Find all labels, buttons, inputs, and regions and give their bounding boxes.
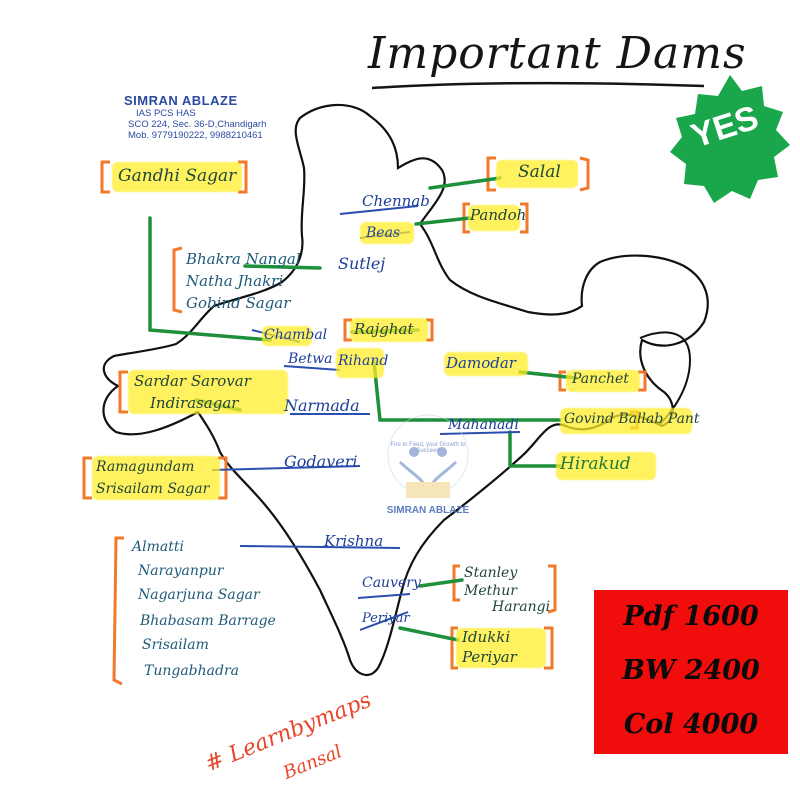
- dam-label-rajghat: Rajghat: [354, 320, 414, 338]
- river-label-chenab: Chennab: [362, 192, 430, 210]
- river-label-periyar: Periyar: [362, 611, 410, 626]
- highlight: [444, 352, 528, 376]
- dam-list-item: Narayanpur: [138, 563, 224, 579]
- yes-badge-shape: [670, 75, 790, 203]
- river-label-narmada: Narmada: [284, 396, 360, 415]
- highlight: [92, 456, 220, 500]
- institute-name: SIMRAN ABLAZE: [124, 93, 238, 108]
- dam-list-item: Stanley: [464, 565, 518, 581]
- river-label-mahanadi: Mahanadi: [448, 417, 519, 433]
- dam-label-panchet: Panchet: [572, 371, 629, 387]
- dam-list-item: Natha Jhakri: [186, 272, 284, 290]
- price-color: Col 4000: [623, 709, 759, 740]
- price-pdf: Pdf 1600: [623, 601, 759, 632]
- dam-list-item: Ramagundam: [96, 459, 195, 475]
- dam-label-salal: Salal: [518, 162, 561, 182]
- river-label-betwa: Betwa: [288, 351, 333, 367]
- dam-list-item: Methur: [464, 583, 517, 599]
- logo-tagline: Fire to Feed, your Growth to Succeed: [390, 442, 466, 454]
- river-label-krishna: Krishna: [324, 532, 384, 550]
- highlight: [560, 408, 692, 434]
- river-label-cauvery: Cauvery: [362, 575, 421, 591]
- india-outline: [102, 103, 709, 677]
- highlight: [350, 318, 428, 342]
- dam-list-item: Harangi: [492, 599, 551, 615]
- logo-name: SIMRAN ABLAZE: [386, 505, 470, 516]
- dam-list-item: Sardar Sarovar: [134, 372, 251, 390]
- dam-label-pandoh: Pandoh: [470, 206, 527, 224]
- highlight: [336, 348, 384, 378]
- institute-mobile: Mob. 9779190222, 9988210461: [128, 129, 263, 141]
- highlight: [468, 205, 520, 231]
- dam-list-item: Srisailam: [142, 637, 209, 653]
- dam-list-item: Bhabasam Barrage: [140, 613, 276, 629]
- dam-label-hirakud: Hirakud: [560, 454, 631, 474]
- institute-services: IAS PCS HAS: [136, 107, 196, 119]
- river-label-sutlej: Sutlej: [338, 254, 386, 273]
- price-box: Pdf 1600 BW 2400 Col 4000: [594, 590, 788, 754]
- river-label-damodar: Damodar: [446, 354, 516, 372]
- dam-list-item: Periyar: [462, 648, 517, 666]
- dam-list-item: Indirasagar: [150, 394, 239, 412]
- dam-label-gandhi-sagar: Gandhi Sagar: [118, 166, 237, 186]
- dam-list-item: Tungabhadra: [144, 663, 240, 679]
- title-underline: [371, 81, 705, 90]
- river-label-chambal: Chambal: [264, 327, 328, 343]
- river-label-rihand: Rihand: [338, 353, 389, 369]
- dam-list-item: Srisailam Sagar: [96, 481, 210, 497]
- dam-list-item: Bhakra Nangal: [186, 250, 301, 268]
- highlight: [556, 452, 656, 480]
- page-title: Important Dams: [368, 28, 747, 79]
- highlight: [566, 370, 640, 392]
- river-label-godavari: Godaveri: [284, 452, 358, 471]
- river-lines: [211, 205, 521, 631]
- dam-label-govind-ballabh-pant: Govind Ballab Pant: [564, 411, 700, 427]
- logo-emblem: [387, 414, 469, 498]
- highlight: [112, 162, 242, 192]
- institute-stamp: SIMRAN ABLAZE IAS PCS HAS SCO 224, Sec. …: [124, 93, 267, 142]
- dam-list-item: Idukki: [462, 628, 511, 646]
- highlight: [262, 326, 312, 346]
- highlight: [496, 160, 578, 188]
- dam-list-item: Gobind Sagar: [186, 294, 291, 312]
- institute-address: SCO 224, Sec. 36-D,Chandigarh: [128, 118, 267, 130]
- price-bw: BW 2400: [622, 655, 760, 686]
- highlight: [128, 370, 288, 414]
- dam-list-item: Nagarjuna Sagar: [138, 587, 260, 603]
- river-label-beas: Beas: [366, 225, 401, 241]
- highlight: [360, 222, 414, 244]
- dam-list-item: Almatti: [132, 539, 184, 555]
- highlight: [456, 628, 546, 668]
